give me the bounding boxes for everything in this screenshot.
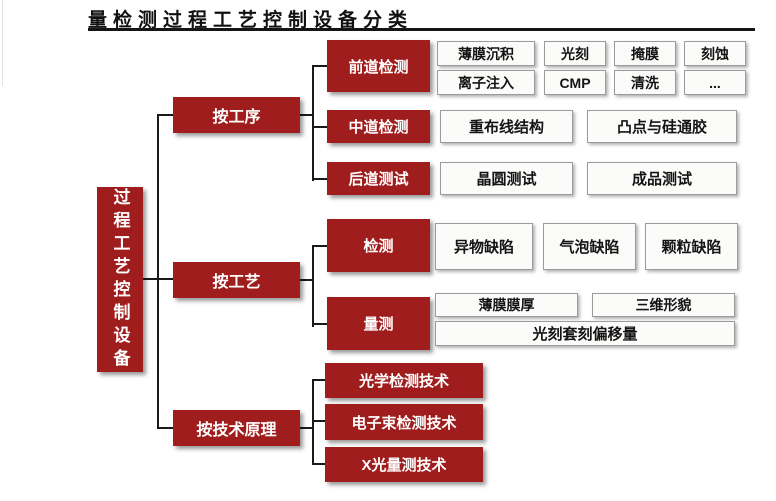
leaf-3d-topography: 三维形貌 bbox=[592, 293, 735, 317]
connector-line bbox=[312, 323, 328, 325]
sub-node-inspection: 检测 bbox=[327, 219, 430, 272]
sub-node-back-end-test: 后道测试 bbox=[327, 162, 430, 195]
connector-line bbox=[300, 114, 314, 116]
connector-line bbox=[312, 245, 328, 247]
connector-line bbox=[157, 427, 174, 429]
connector-line bbox=[312, 126, 328, 128]
leaf-foreign-defect: 异物缺陷 bbox=[435, 223, 533, 270]
leaf-ellipsis: ... bbox=[684, 70, 746, 95]
branch-node-by-principle: 按技术原理 bbox=[173, 410, 300, 446]
connector-line bbox=[312, 65, 328, 67]
connector-line bbox=[300, 427, 314, 429]
sub-node-metrology: 量测 bbox=[327, 297, 430, 350]
root-node: 过程工艺控制设备 bbox=[97, 187, 143, 372]
leaf-wafer-test: 晶圆测试 bbox=[440, 162, 573, 195]
title-underline bbox=[88, 28, 755, 31]
sub-node-front-end-inspection: 前道检测 bbox=[327, 40, 430, 92]
leaf-final-test: 成品测试 bbox=[587, 162, 737, 195]
sub-node-middle-inspection: 中道检测 bbox=[327, 110, 430, 143]
page-edge-line bbox=[2, 0, 3, 86]
leaf-etching: 刻蚀 bbox=[684, 41, 746, 66]
leaf-rdl: 重布线结构 bbox=[440, 110, 573, 143]
branch-node-by-process: 按工序 bbox=[173, 97, 300, 133]
connector-line bbox=[312, 379, 314, 465]
connector-line bbox=[312, 65, 314, 181]
connector-line bbox=[157, 114, 174, 116]
leaf-lithography: 光刻 bbox=[544, 41, 606, 66]
tech-node-ebeam: 电子束检测技术 bbox=[325, 404, 483, 440]
tech-node-xray: X光量测技术 bbox=[325, 447, 483, 482]
leaf-film-thickness: 薄膜膜厚 bbox=[435, 293, 578, 317]
leaf-particle-defect: 颗粒缺陷 bbox=[645, 223, 738, 270]
connector-line bbox=[312, 245, 314, 327]
connector-line bbox=[312, 420, 326, 422]
page-title: 量检测过程工艺控制设备分类 bbox=[88, 10, 414, 31]
leaf-cmp: CMP bbox=[544, 70, 606, 95]
leaf-mask: 掩膜 bbox=[614, 41, 676, 66]
connector-line bbox=[312, 178, 328, 180]
connector-line bbox=[312, 463, 326, 465]
leaf-bubble-defect: 气泡缺陷 bbox=[543, 223, 636, 270]
connector-line bbox=[300, 279, 314, 281]
leaf-thin-film-deposition: 薄膜沉积 bbox=[437, 41, 535, 66]
root-node-label: 过程工艺控制设备 bbox=[110, 187, 130, 372]
leaf-overlay-offset: 光刻套刻偏移量 bbox=[435, 321, 735, 346]
tech-node-optical: 光学检测技术 bbox=[325, 363, 483, 398]
leaf-bump-tsv: 凸点与硅通胶 bbox=[587, 110, 737, 143]
leaf-cleaning: 清洗 bbox=[614, 70, 676, 95]
connector-line bbox=[312, 379, 326, 381]
connector-line bbox=[157, 114, 159, 429]
branch-node-by-technique: 按工艺 bbox=[173, 262, 300, 298]
leaf-ion-implantation: 离子注入 bbox=[437, 70, 535, 95]
